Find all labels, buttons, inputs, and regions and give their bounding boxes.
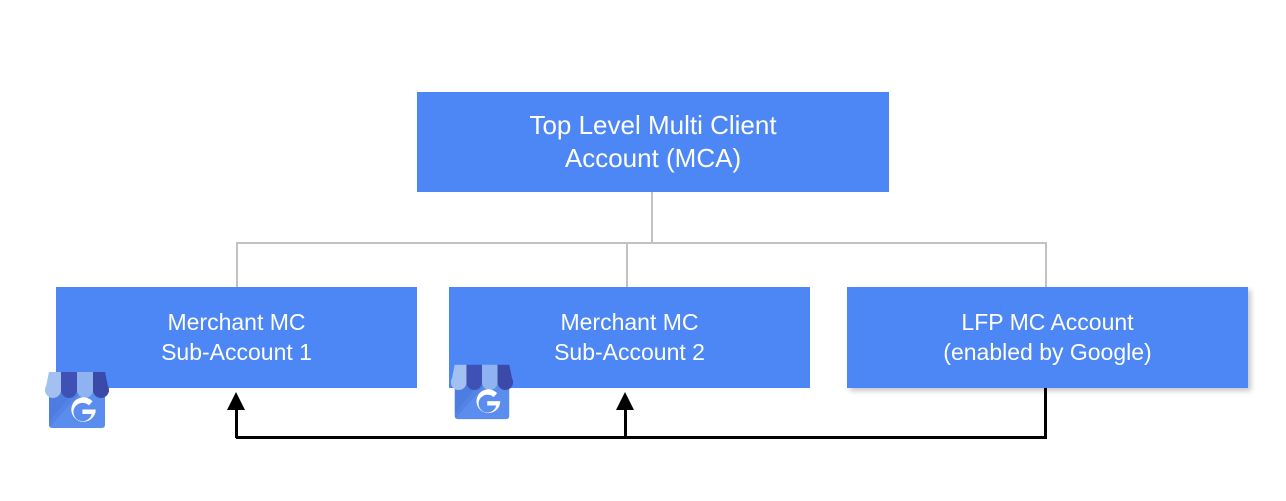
google-business-profile-icon: [45, 372, 109, 428]
connector-drop-lfp: [1045, 242, 1047, 288]
connector-horizontal-bar: [236, 242, 1047, 244]
node-merchant-mc-sub-account-1[interactable]: Merchant MC Sub-Account 1: [56, 287, 417, 388]
google-g-glyph: [71, 397, 96, 422]
node-lfp-mc-account[interactable]: LFP MC Account (enabled by Google): [847, 287, 1248, 388]
connector-drop-sub1: [236, 242, 238, 288]
feedback-arrowhead-sub2: [616, 392, 634, 410]
feedback-bar: [236, 436, 1047, 439]
node-merchant-mc-sub-account-1-label: Merchant MC Sub-Account 1: [161, 309, 312, 365]
google-business-profile-icon: [450, 364, 514, 420]
connector-drop-sub2: [626, 242, 628, 288]
node-top-level-mca-label: Top Level Multi Client Account (MCA): [529, 109, 777, 173]
feedback-riser-lfp: [1044, 388, 1047, 439]
connector-top-stem: [651, 192, 653, 243]
feedback-riser-sub1: [235, 400, 238, 438]
google-g-glyph: [476, 389, 501, 414]
feedback-arrowhead-sub1: [227, 392, 245, 410]
node-top-level-mca[interactable]: Top Level Multi Client Account (MCA): [417, 92, 889, 192]
feedback-riser-sub2: [624, 400, 627, 438]
node-lfp-mc-account-label: LFP MC Account (enabled by Google): [943, 309, 1152, 365]
node-merchant-mc-sub-account-2-label: Merchant MC Sub-Account 2: [554, 309, 705, 365]
